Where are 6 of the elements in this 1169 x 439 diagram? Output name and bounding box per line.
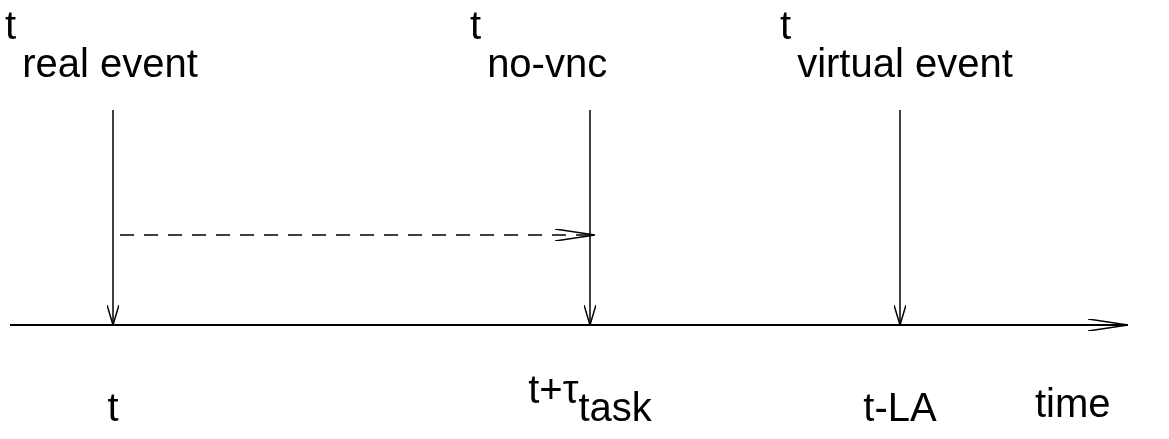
arrow	[583, 109, 597, 326]
axis-time-label: t	[107, 387, 119, 427]
axis-title: time	[1035, 383, 1111, 423]
arrow	[106, 109, 120, 326]
arrow	[893, 109, 907, 326]
axis-time-label: t-LA	[863, 387, 937, 427]
